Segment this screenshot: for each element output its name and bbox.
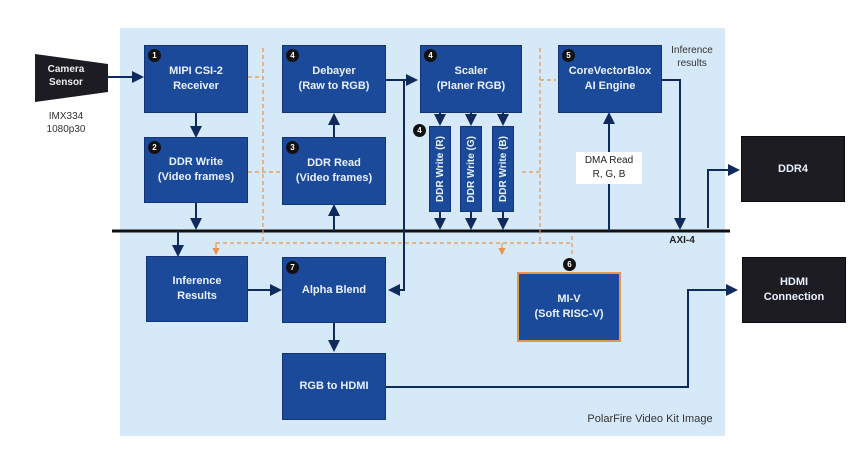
corevectorblox-block: 5 CoreVectorBlox AI Engine xyxy=(558,45,662,113)
block-title: RGB to HDMI xyxy=(299,380,369,392)
diagram-title: PolarFire Video Kit Image xyxy=(587,413,713,425)
step-badge: 4 xyxy=(424,49,437,62)
axi4-bus-label: AXI-4 xyxy=(669,235,695,246)
block-title: DDR Write (R) xyxy=(434,136,446,202)
block-title: MI-V xyxy=(557,293,581,305)
dma-line1: DMA Read xyxy=(584,155,634,166)
step-badge: 7 xyxy=(286,261,299,274)
block-title: Scaler xyxy=(454,65,488,77)
block-subtitle: (Raw to RGB) xyxy=(298,80,370,92)
ddr-write-r-block: DDR Write (R) xyxy=(429,126,451,212)
ddr4-block: DDR4 xyxy=(741,136,845,202)
camera-label-line2: Sensor xyxy=(49,77,83,88)
inference-results-annotation: Inference results xyxy=(662,44,722,70)
block-title: CoreVectorBlox xyxy=(568,65,652,77)
debayer-block: 4 Debayer (Raw to RGB) xyxy=(282,45,386,113)
camera-sensor-icon xyxy=(35,54,108,102)
scaler-block: 4 Scaler (Planer RGB) xyxy=(420,45,522,113)
step-badge-miv: 6 xyxy=(563,258,576,271)
inference-results-block: Inference Results xyxy=(146,256,248,322)
rgbhdmi-to-hdmi-arrow xyxy=(386,284,738,388)
block-subtitle: (Soft RISC-V) xyxy=(534,308,604,320)
block-title: Debayer xyxy=(312,65,356,77)
block-subtitle: (Video frames) xyxy=(157,171,235,183)
hdmi-connection-block: HDMI Connection xyxy=(742,257,846,323)
step-badge-ddr-write-rgb: 4 xyxy=(413,124,426,137)
camera-sensor-label: Camera Sensor xyxy=(36,63,96,89)
control-paths xyxy=(216,48,573,255)
block-subtitle: Receiver xyxy=(173,80,219,92)
ddr-write-b-block: DDR Write (B) xyxy=(492,126,514,212)
annotation-line1: Inference xyxy=(671,45,713,56)
block-title: DDR Write (G) xyxy=(465,135,477,203)
inference-results-arrow xyxy=(662,79,686,230)
block-subtitle: AI Engine xyxy=(584,80,636,92)
block-subtitle: Results xyxy=(177,290,217,302)
block-title: DDR Write xyxy=(168,156,224,168)
step-badge: 3 xyxy=(286,141,299,154)
dma-read-label: DMA Read R, G, B xyxy=(576,152,642,184)
block-title: DDR Write (B) xyxy=(497,136,509,202)
camera-mode: 1080p30 xyxy=(46,124,86,135)
block-subtitle: Connection xyxy=(763,291,825,303)
mi-v-block: MI-V (Soft RISC-V) xyxy=(517,272,621,342)
ddr-read-block: 3 DDR Read (Video frames) xyxy=(282,137,386,205)
camera-label-line1: Camera xyxy=(47,64,85,75)
block-title: Inference xyxy=(172,275,222,287)
block-title: DDR Read xyxy=(307,157,361,169)
block-title: HDMI xyxy=(779,276,809,288)
block-title: MIPI CSI-2 xyxy=(169,65,223,77)
debayer-to-alphablend-arrow xyxy=(388,80,405,296)
alpha-blend-block: 7 Alpha Blend xyxy=(282,257,386,323)
annotation-line2: results xyxy=(677,58,707,69)
rgb-to-hdmi-block: RGB to HDMI xyxy=(282,353,386,420)
block-title: DDR4 xyxy=(778,162,808,175)
bus-to-ddr4-arrow xyxy=(707,164,740,228)
mipi-csi2-receiver-block: 1 MIPI CSI-2 Receiver xyxy=(144,45,248,113)
step-badge: 2 xyxy=(148,141,161,154)
ddr-write-block: 2 DDR Write (Video frames) xyxy=(144,137,248,203)
step-badge: 4 xyxy=(286,49,299,62)
step-badge: 5 xyxy=(562,49,575,62)
ddr-write-g-block: DDR Write (G) xyxy=(460,126,482,212)
block-title: Alpha Blend xyxy=(301,283,367,296)
block-subtitle: (Video frames) xyxy=(295,172,373,184)
block-subtitle: (Planer RGB) xyxy=(436,80,506,92)
camera-spec: IMX334 1080p30 xyxy=(36,110,96,136)
dma-line2: R, G, B xyxy=(592,169,626,180)
camera-model: IMX334 xyxy=(48,111,84,122)
step-badge: 1 xyxy=(148,49,161,62)
